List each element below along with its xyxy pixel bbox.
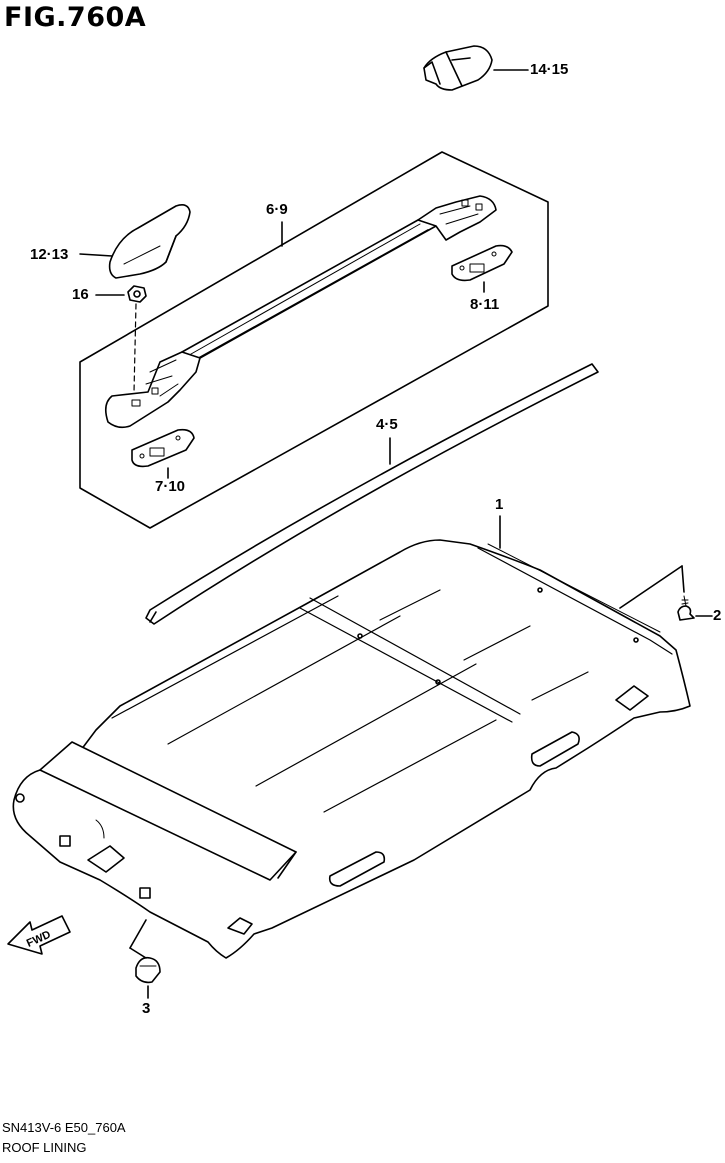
- nut-centerline: [133, 303, 137, 393]
- callout-16: 16: [72, 286, 89, 303]
- callout-12-13: 12·13: [30, 246, 69, 263]
- callout-14-15: 14·15: [530, 61, 569, 78]
- clip-extension-line: [129, 919, 147, 949]
- screw-part-2: [677, 595, 695, 621]
- callout-6-9: 6·9: [266, 201, 288, 218]
- callout-7-10: 7·10: [155, 478, 186, 495]
- figure-title: FIG.760A: [4, 2, 147, 33]
- callout-2: 2: [713, 607, 722, 624]
- section-name: ROOF LINING: [2, 1140, 87, 1155]
- callout-1: 1: [495, 496, 504, 513]
- screw-extension-line: [619, 565, 683, 609]
- leader-12-13: [79, 253, 113, 257]
- end-cap-part-14-15: [423, 45, 493, 91]
- front-cover-part-12-13: [108, 204, 191, 279]
- nut-part-16: [127, 285, 147, 303]
- diagram-code: SN413V-6 E50_760A: [2, 1120, 126, 1135]
- screw-centerline: [681, 565, 685, 593]
- callout-3: 3: [142, 1000, 151, 1017]
- roof-rail-subassembly-frame: [79, 151, 549, 529]
- roof-lining-part-1: [12, 539, 691, 959]
- callout-8-11: 8·11: [470, 296, 500, 313]
- rear-plate-part-8-11: [451, 244, 513, 282]
- front-plate-part-7-10: [131, 428, 195, 468]
- fwd-arrow-icon: [7, 915, 71, 955]
- weatherstrip-part-4-5: [145, 363, 599, 625]
- callout-4-5: 4·5: [376, 416, 398, 433]
- clip-part-3: [135, 956, 161, 984]
- roof-rail-part-6-9: [104, 195, 497, 429]
- clip-centerline: [129, 947, 147, 959]
